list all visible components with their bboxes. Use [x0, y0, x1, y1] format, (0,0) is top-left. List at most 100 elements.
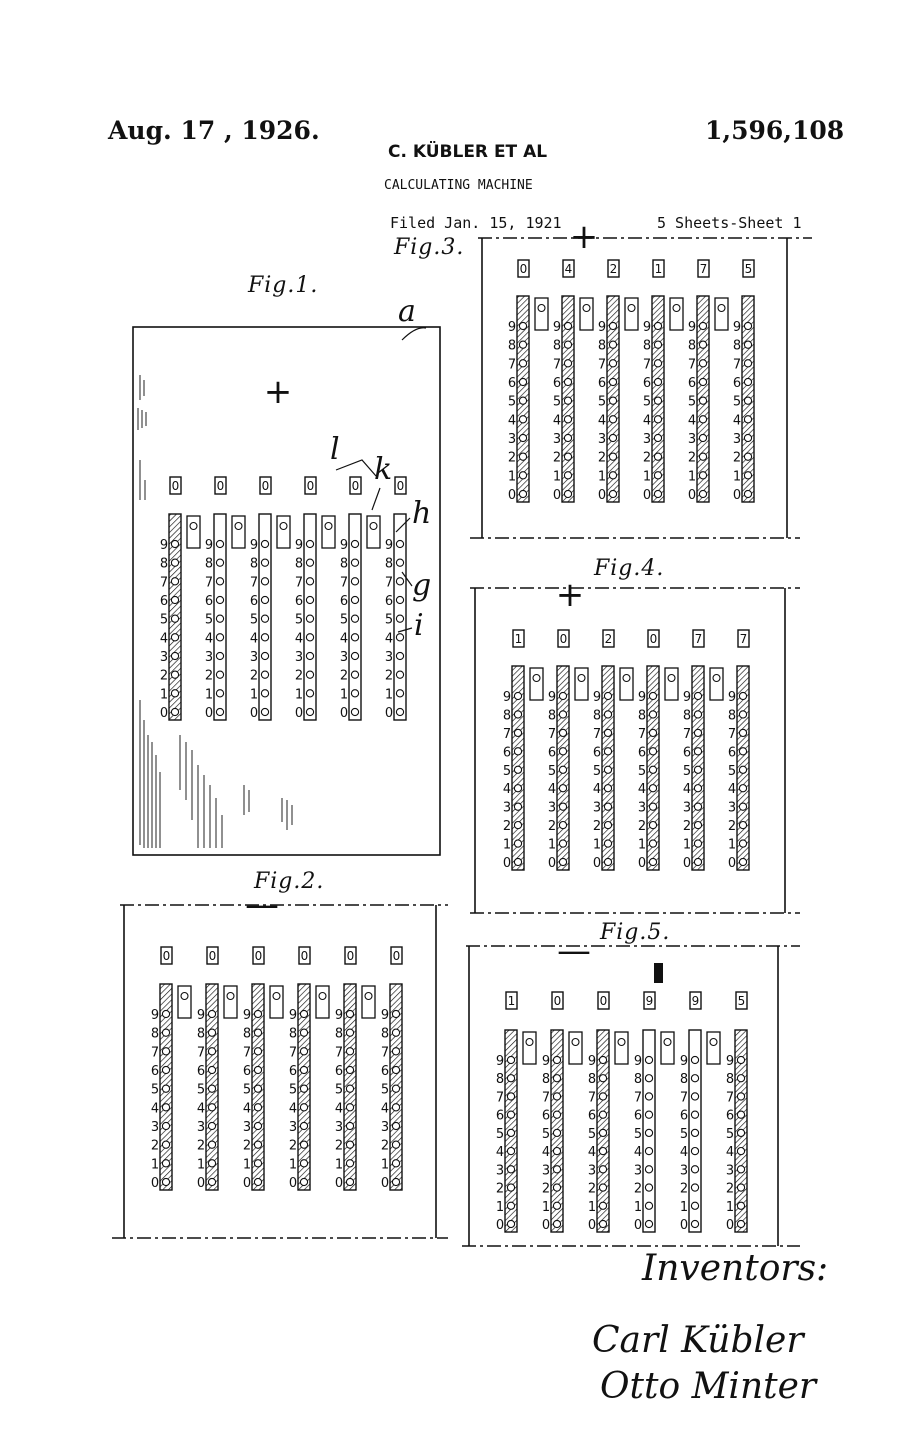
fig3-col4-digit-2: 2 — [688, 451, 696, 466]
fig4-col2-hole-3 — [603, 802, 613, 811]
fig1-diagram: +098765432100987654321009876543210098765… — [160, 372, 407, 721]
fig4-col1-digit-2: 2 — [548, 819, 556, 834]
fig1-col2-hole-2 — [260, 670, 270, 679]
fig5-result-digit-1: 0 — [554, 994, 562, 1008]
fig5-col0-hole-7 — [506, 1092, 516, 1101]
fig5-col2-digit-1: 1 — [588, 1200, 596, 1215]
fig4-col5-digit-5: 5 — [728, 764, 736, 779]
fig5-col5-hole-7 — [736, 1092, 746, 1101]
fig3-col2-digit-5: 5 — [598, 395, 606, 410]
fig5-col5-digit-6: 6 — [726, 1109, 734, 1124]
fig2-col2-hole-3 — [253, 1121, 263, 1131]
fig5-col2-digit-6: 6 — [588, 1109, 596, 1124]
fig3-col1-hole-0 — [563, 489, 573, 499]
fig3-col2-digit-6: 6 — [598, 376, 606, 391]
fig4-col4-hole-0 — [693, 857, 703, 867]
fig3-col4-hole-2 — [698, 452, 708, 461]
fig5-col5-digit-3: 3 — [726, 1163, 734, 1178]
fig1-col3-hole-0 — [305, 707, 315, 717]
fig3-col2-hole-6 — [608, 377, 618, 387]
fig3-col0-hole-7 — [518, 359, 528, 368]
fig2-col1-digit-0: 0 — [197, 1176, 205, 1191]
fig3-col1-hole-1 — [563, 471, 573, 480]
fig2-col2-hole-8 — [253, 1028, 263, 1037]
fig1-col1-digit-6: 6 — [205, 594, 213, 609]
fig3-col2-digit-3: 3 — [598, 432, 606, 447]
fig4-result-digit-4: 7 — [695, 632, 703, 646]
fig3-col1-hole-8 — [563, 340, 573, 349]
fig1-result-window-5 — [394, 476, 407, 495]
fig3-col4-hole-1 — [698, 471, 708, 480]
fig1-slider-5 — [393, 513, 407, 721]
fig5-col5-hole-3 — [736, 1165, 746, 1174]
fig5-col3-digit-4: 4 — [634, 1145, 642, 1160]
fig3-label: Fig.3. — [394, 235, 465, 260]
fig4-col1-hole-0 — [558, 857, 568, 867]
fig2-tab-hole-4 — [364, 991, 373, 1001]
fig2-col1-digit-4: 4 — [197, 1101, 205, 1116]
fig2-col4-digit-1: 1 — [335, 1157, 343, 1172]
fig2-col3-hole-8 — [299, 1028, 309, 1037]
fig2-col4-hole-3 — [345, 1121, 355, 1131]
fig1-col0-digit-7: 7 — [160, 575, 168, 590]
fig2-col1-hole-9 — [207, 1009, 217, 1019]
fig3-col3-hole-7 — [653, 359, 663, 368]
fig2-col1-hole-5 — [207, 1084, 217, 1093]
fig4-col4-digit-0: 0 — [683, 856, 691, 871]
fig1-col0-hole-4 — [170, 633, 180, 642]
fig5-col4-hole-4 — [690, 1146, 700, 1156]
fig4-col0-digit-2: 2 — [503, 819, 511, 834]
fig4-col3-hole-6 — [648, 747, 658, 756]
fig1-col0-digit-5: 5 — [160, 613, 168, 628]
fig4-col2-hole-6 — [603, 747, 613, 756]
fig1-col5-digit-4: 4 — [385, 631, 393, 646]
fig1-col2-digit-2: 2 — [250, 669, 258, 684]
fig1-col3-hole-8 — [305, 558, 315, 567]
fig2-col3-digit-3: 3 — [289, 1120, 297, 1135]
fig5-col4-hole-6 — [690, 1110, 700, 1119]
fig4-col0-digit-7: 7 — [503, 727, 511, 742]
fig3-col3-digit-9: 9 — [643, 320, 651, 335]
fig2-col3-digit-6: 6 — [289, 1064, 297, 1079]
fig3-col5-digit-5: 5 — [733, 395, 741, 410]
fig3-col0-hole-0 — [518, 489, 528, 499]
fig3-result-window-4 — [697, 259, 710, 278]
fig3-col2-hole-8 — [608, 340, 618, 349]
fig2-col5-hole-6 — [391, 1065, 401, 1075]
fig3-col3-hole-9 — [653, 321, 663, 331]
fig1-slider-3 — [303, 513, 317, 721]
fig3-result-digit-2: 2 — [610, 262, 618, 276]
fig2-col0-hole-5 — [161, 1084, 171, 1093]
fig3-col4-hole-0 — [698, 489, 708, 499]
fig5-result-digit-4: 9 — [692, 994, 700, 1008]
fig4-col1-hole-8 — [558, 710, 568, 719]
fig5-col2-hole-2 — [598, 1183, 608, 1192]
fig1-col2-digit-3: 3 — [250, 650, 258, 665]
fig2-col4-hole-0 — [345, 1177, 355, 1187]
fig4-col5-digit-0: 0 — [728, 856, 736, 871]
fig2-col3-hole-1 — [299, 1159, 309, 1168]
fig1-col4-hole-8 — [350, 558, 360, 567]
fig3-result-digit-4: 7 — [700, 262, 708, 276]
fig5-col0-digit-9: 9 — [496, 1054, 504, 1069]
fig2-col2-digit-8: 8 — [243, 1027, 251, 1042]
fig4-col3-hole-5 — [648, 765, 658, 774]
fig5-col5-hole-9 — [736, 1055, 746, 1065]
fig5-col5-digit-4: 4 — [726, 1145, 734, 1160]
fig3-result-digit-5: 5 — [745, 262, 753, 276]
fig1-col2-digit-8: 8 — [250, 557, 258, 572]
fig4-label: Fig.4. — [594, 556, 665, 581]
fig1-col4-hole-3 — [350, 651, 360, 661]
fig1-col1-hole-0 — [215, 707, 225, 717]
fig3-col1-digit-3: 3 — [553, 432, 561, 447]
fig5-tab-4 — [706, 1031, 721, 1065]
fig3-col0-hole-6 — [518, 377, 528, 387]
fig1-result-digit-1: 0 — [217, 479, 225, 493]
fig5-col4-digit-5: 5 — [680, 1127, 688, 1142]
fig1-col5-digit-1: 1 — [385, 687, 393, 702]
fig2-col4-hole-8 — [345, 1028, 355, 1037]
fig4-col5-hole-7 — [738, 728, 748, 738]
fig3-col4-digit-4: 4 — [688, 413, 696, 428]
fig1-col0-digit-6: 6 — [160, 594, 168, 609]
fig3-col0-digit-7: 7 — [508, 357, 516, 372]
